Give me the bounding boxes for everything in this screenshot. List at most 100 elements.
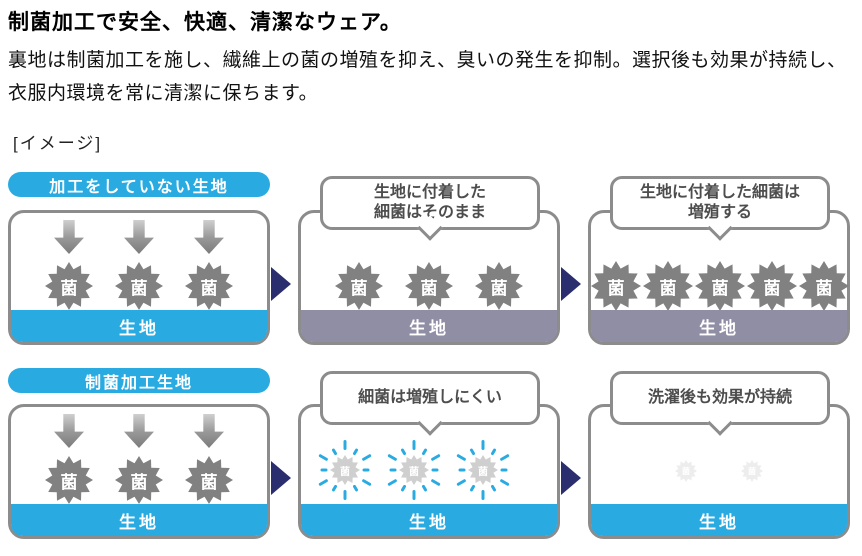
faded-germ-icon: 菌 <box>399 455 429 485</box>
burst-ray <box>352 484 359 492</box>
speech-bubble: 生地に付着した 細菌はそのまま <box>320 176 540 241</box>
germ-icon: 菌 <box>185 262 233 310</box>
germ-icon: 菌 <box>45 262 93 310</box>
germ-glyph: 菌 <box>659 278 677 298</box>
germ-glyph: 菌 <box>200 278 218 298</box>
burst-ray <box>361 478 372 487</box>
germ-icon: 菌 <box>115 262 163 310</box>
germ-glyph: 菌 <box>130 472 148 492</box>
speech-bubble: 洗濯後も効果が持続 <box>610 371 830 436</box>
burst-ray <box>499 453 510 462</box>
germ-glyph: 菌 <box>748 466 756 476</box>
panel-treated-step1: 菌 菌 菌 生地 <box>8 404 270 539</box>
germ-icon: 菌 <box>475 262 523 310</box>
pale-germ-icon: 菌 <box>741 460 763 482</box>
burst-ray <box>490 484 497 492</box>
down-arrow-icon <box>54 414 84 448</box>
dying-germ-burst-icon: 菌 <box>313 438 377 502</box>
dying-germ-burst-icon: 菌 <box>451 438 515 502</box>
burst-ray <box>421 484 428 492</box>
germ-glyph: 菌 <box>763 278 781 298</box>
pill-untreated-fabric: 加工をしていない生地 <box>8 172 270 197</box>
speech-bubble: 細菌は増殖しにくい <box>320 371 540 436</box>
fabric-label: 生地 <box>119 318 159 338</box>
panel-untreated-step1: 菌 菌 菌 生地 <box>8 210 270 345</box>
burst-ray <box>318 453 329 462</box>
germ-glyph: 菌 <box>340 466 350 478</box>
burst-ray <box>387 453 398 462</box>
dying-germ-burst-icon: 菌 <box>382 438 446 502</box>
flow-arrow-icon <box>271 267 291 301</box>
burst-ray <box>331 448 338 456</box>
germ-glyph: 菌 <box>130 278 148 298</box>
burst-ray <box>500 468 508 472</box>
germ-glyph: 菌 <box>60 472 78 492</box>
germ-icon: 菌 <box>115 456 163 504</box>
germ-glyph: 菌 <box>490 278 508 298</box>
fabric-label: 生地 <box>699 318 739 338</box>
fabric-label: 生地 <box>409 318 449 338</box>
germ-glyph: 菌 <box>409 466 419 478</box>
bubble-text: 生地に付着した細菌は 増殖する <box>639 184 800 221</box>
germ-icon: 菌 <box>45 456 93 504</box>
germ-glyph: 菌 <box>815 278 833 298</box>
down-arrow-icon <box>124 414 154 448</box>
burst-ray <box>318 478 329 487</box>
pill-treated-fabric: 制菌加工生地 <box>8 368 270 393</box>
down-arrow-icon <box>124 220 154 254</box>
burst-ray <box>430 453 441 462</box>
germ-glyph: 菌 <box>682 466 690 476</box>
pale-germ-icon: 菌 <box>675 460 697 482</box>
burst-ray <box>361 453 372 462</box>
germ-icon: 菌 <box>747 261 797 311</box>
burst-ray <box>481 440 485 450</box>
burst-ray <box>389 468 397 472</box>
fabric-bar: 生地 <box>11 504 267 536</box>
burst-ray <box>352 448 359 456</box>
fabric-label: 生地 <box>699 512 739 532</box>
germ-glyph: 菌 <box>478 466 488 478</box>
burst-ray <box>456 478 467 487</box>
flow-arrow-icon <box>561 267 581 301</box>
flow-arrow-icon <box>561 461 581 495</box>
burst-ray <box>490 448 497 456</box>
germ-glyph: 菌 <box>607 278 625 298</box>
bubble-text: 洗濯後も効果が持続 <box>647 389 792 406</box>
germ-icon: 菌 <box>405 262 453 310</box>
flow-arrow-icon <box>271 461 291 495</box>
burst-ray <box>458 468 466 472</box>
image-caption: [イメージ] <box>13 134 103 153</box>
bubble-text: 生地に付着した 細菌はそのまま <box>373 184 486 221</box>
intro-text: 裏地は制菌加工を施し、繊維上の菌の増殖を抑え、臭いの発生を抑制。選択後も効果が持… <box>8 50 847 104</box>
fabric-label: 生地 <box>409 512 449 532</box>
burst-ray <box>421 448 428 456</box>
germ-icon: 菌 <box>335 262 383 310</box>
germ-glyph: 菌 <box>420 278 438 298</box>
burst-ray <box>343 490 347 500</box>
fabric-bar: 生地 <box>591 310 847 342</box>
page-title: 制菌加工で安全、快適、清潔なウェア。 <box>8 11 402 34</box>
germ-icon: 菌 <box>695 261 745 311</box>
germ-icon: 菌 <box>591 261 641 311</box>
fabric-bar: 生地 <box>591 504 847 536</box>
fabric-bar: 生地 <box>301 504 557 536</box>
germ-glyph: 菌 <box>350 278 368 298</box>
germ-icon: 菌 <box>185 456 233 504</box>
burst-ray <box>430 478 441 487</box>
burst-ray <box>481 490 485 500</box>
burst-ray <box>387 478 398 487</box>
down-arrow-icon <box>194 414 224 448</box>
down-arrow-icon <box>54 220 84 254</box>
fabric-label: 生地 <box>119 512 159 532</box>
faded-germ-icon: 菌 <box>468 455 498 485</box>
burst-ray <box>499 478 510 487</box>
burst-ray <box>400 484 407 492</box>
fabric-bar: 生地 <box>11 310 267 342</box>
burst-ray <box>331 484 338 492</box>
germ-glyph: 菌 <box>711 278 729 298</box>
burst-ray <box>456 453 467 462</box>
speech-bubble: 生地に付着した細菌は 増殖する <box>610 176 830 241</box>
burst-ray <box>343 440 347 450</box>
germ-glyph: 菌 <box>200 472 218 492</box>
